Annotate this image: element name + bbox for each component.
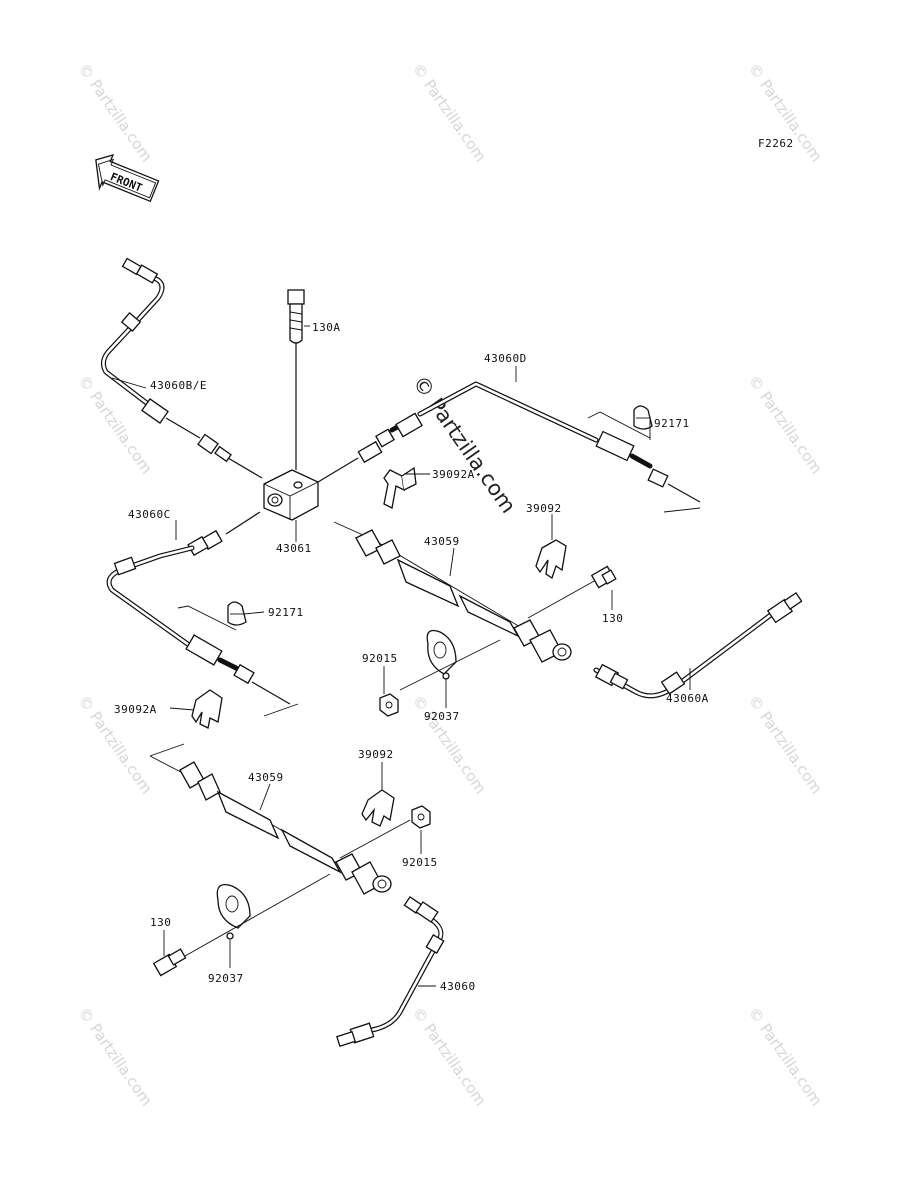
label-92015-upper: 92015 — [362, 652, 398, 665]
part-labels: 43060B/E 130A 43060D 92171 39092A 39092 … — [114, 321, 709, 993]
label-43060D: 43060D — [484, 352, 527, 365]
clip-39092A-top — [383, 466, 417, 509]
bolt-130-upper — [527, 565, 617, 619]
label-39092-mid: 39092 — [358, 748, 394, 761]
watermark-layer: © Partzilla.com © Partzilla.com © Partzi… — [75, 60, 826, 1109]
front-direction-arrow-icon: FRONT — [95, 153, 160, 203]
label-130-lower: 130 — [150, 916, 171, 929]
label-92171-right: 92171 — [654, 417, 690, 430]
nut-92015-upper — [379, 693, 399, 717]
grommet-92171-left — [227, 601, 247, 626]
label-39092-top: 39092 — [526, 502, 562, 515]
label-39092A-left: 39092A — [114, 703, 157, 716]
watermark-text: © Partzilla.com — [409, 1004, 490, 1109]
watermark-text: © Partzilla.com — [409, 692, 490, 797]
grommet-92171-right — [633, 405, 653, 430]
label-92171-left: 92171 — [268, 606, 304, 619]
clip-39092A-left — [191, 689, 223, 729]
hose-43060A — [593, 592, 803, 699]
clip-39092-mid — [361, 789, 395, 827]
bolt-130A — [287, 289, 305, 470]
label-39092A-top: 39092A — [432, 468, 475, 481]
label-130A: 130A — [312, 321, 341, 334]
label-43059-lower: 43059 — [248, 771, 284, 784]
watermark-text: © Partzilla.com — [745, 692, 826, 797]
clamp-92037-upper — [399, 629, 501, 691]
hose-43060C — [106, 511, 299, 717]
watermark-text: © Partzilla.com — [409, 60, 490, 165]
hose-43060 — [336, 896, 445, 1048]
joint-43061 — [263, 469, 319, 521]
label-43060A: 43060A — [666, 692, 709, 705]
hose-43060D — [317, 381, 701, 513]
nut-92015-lower — [339, 805, 431, 859]
label-43060C: 43060C — [128, 508, 171, 521]
bolt-130-lower — [152, 948, 187, 977]
label-43060B-E: 43060B/E — [150, 379, 207, 392]
pipe-43059-upper — [333, 521, 572, 663]
label-43059-upper: 43059 — [424, 535, 460, 548]
label-92037-lower: 92037 — [208, 972, 244, 985]
watermark-text: © Partzilla.com — [75, 1004, 156, 1109]
hose-43060B-E — [100, 257, 263, 479]
label-43060: 43060 — [440, 980, 476, 993]
label-130-upper: 130 — [602, 612, 623, 625]
watermark-text: © Partzilla.com — [75, 60, 156, 165]
label-43061: 43061 — [276, 542, 312, 555]
figure-code: F2262 — [758, 137, 794, 150]
watermark-text: © Partzilla.com — [745, 372, 826, 477]
clamp-92037-lower — [177, 873, 331, 961]
label-92015-lower: 92015 — [402, 856, 438, 869]
watermark-text: © Partzilla.com — [745, 1004, 826, 1109]
leader-lines — [111, 325, 691, 987]
pipe-43059-lower — [149, 743, 392, 895]
label-92037-upper: 92037 — [424, 710, 460, 723]
clip-39092-top — [535, 539, 567, 580]
